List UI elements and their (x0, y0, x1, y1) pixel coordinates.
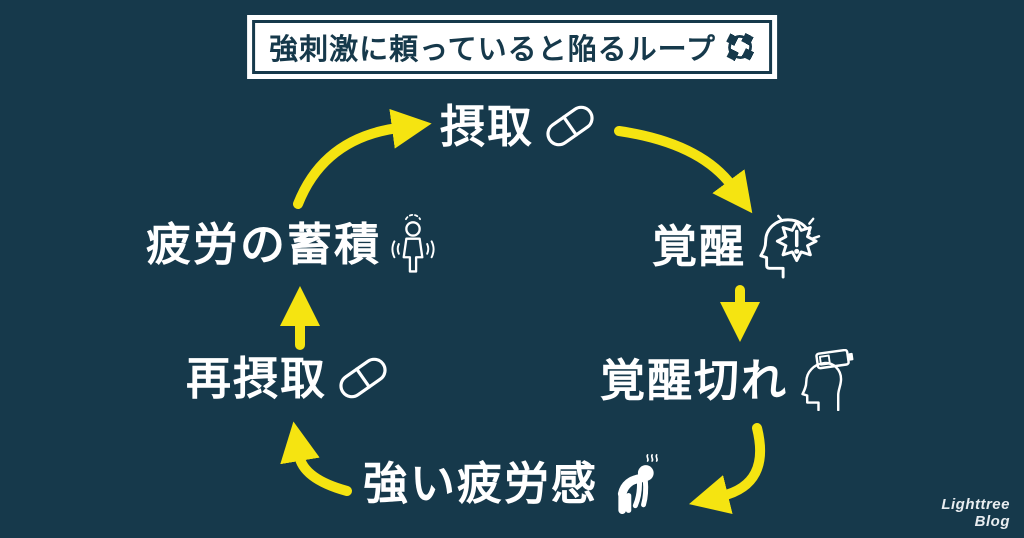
node-arousal-wears-off: 覚醒切れ (600, 349, 857, 411)
arrow-strong-fatigue-to-re-intake (280, 421, 352, 496)
node-fatigue-accumulation-label: 疲労の蓄積 (146, 218, 382, 270)
node-strong-fatigue: 強い疲労感 (363, 452, 663, 514)
arrow-arousal-wears-off-to-strong-fatigue (688, 423, 766, 514)
title-banner: 強刺激に頼っていると陥るループ (252, 20, 772, 74)
head-alert-icon (759, 214, 821, 279)
node-re-intake-label: 再摂取 (186, 352, 328, 404)
node-arousal-wears-off-label: 覚醒切れ (600, 354, 789, 406)
watermark-line1: Lighttree (941, 495, 1010, 513)
node-intake: 摂取 (440, 97, 599, 155)
pill-icon (546, 105, 594, 147)
arrow-intake-to-arousal (614, 126, 753, 214)
node-strong-fatigue-label: 強い疲労感 (363, 457, 599, 509)
node-fatigue-accumulation: 疲労の蓄積 (146, 213, 438, 275)
exhausted-person-icon (617, 454, 658, 514)
head-empty-battery-icon (801, 349, 854, 411)
node-intake-label: 摂取 (440, 100, 535, 152)
node-re-intake: 再摂取 (186, 349, 392, 407)
loop-arrows-icon (725, 32, 755, 62)
site-watermark: Lighttree Blog (941, 496, 1010, 531)
node-arousal-label: 覚醒 (652, 220, 747, 272)
trembling-person-icon (391, 214, 435, 273)
watermark-line2: Blog (974, 512, 1010, 530)
arrow-fatigue-accumulation-to-intake (293, 108, 432, 209)
title-text: 強刺激に頼っていると陥るループ (269, 34, 716, 66)
node-arousal: 覚醒 (652, 213, 821, 279)
pill-icon (339, 357, 387, 399)
